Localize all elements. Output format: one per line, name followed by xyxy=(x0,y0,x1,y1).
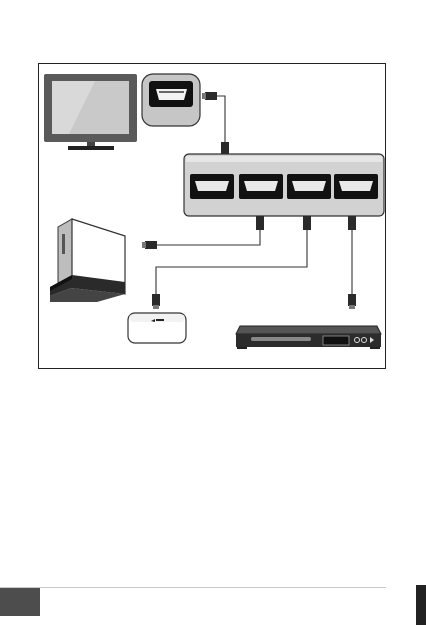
connection-diagram xyxy=(38,63,386,369)
hdmi-plug-switch-input-3 xyxy=(348,216,356,230)
hdmi-cable-tv-to-switch xyxy=(217,96,225,142)
diagram-canvas xyxy=(39,64,385,368)
hdmi-plug-switch-output xyxy=(221,142,229,154)
hdmi-plug-console-side xyxy=(142,241,157,249)
dvd-player-icon xyxy=(236,326,381,349)
hdmi-plug-switch-input-1 xyxy=(256,216,264,230)
hdmi-plug-tv-side xyxy=(202,92,217,100)
switch-input-port-3 xyxy=(287,174,331,199)
hdmi-cable-switch-to-console xyxy=(157,230,260,245)
hdmi-switch-icon xyxy=(184,154,384,216)
tv-icon xyxy=(44,74,137,150)
page-edge-marker xyxy=(416,585,426,625)
switch-input-port-4 xyxy=(334,174,378,199)
hdmi-plug-switch-input-2 xyxy=(303,216,311,230)
page-tab-marker xyxy=(0,588,40,616)
game-console-icon xyxy=(50,219,125,302)
hdmi-plug-streaming-box-side xyxy=(152,294,160,309)
hdmi-port-icon xyxy=(142,74,200,126)
streaming-box-icon xyxy=(128,313,186,343)
hdmi-cable-switch-to-streaming-box xyxy=(156,230,307,294)
switch-input-port-1 xyxy=(190,174,234,199)
switch-input-port-2 xyxy=(239,174,283,199)
hdmi-plug-dvd-side xyxy=(348,294,356,309)
footer-rule xyxy=(0,587,386,588)
